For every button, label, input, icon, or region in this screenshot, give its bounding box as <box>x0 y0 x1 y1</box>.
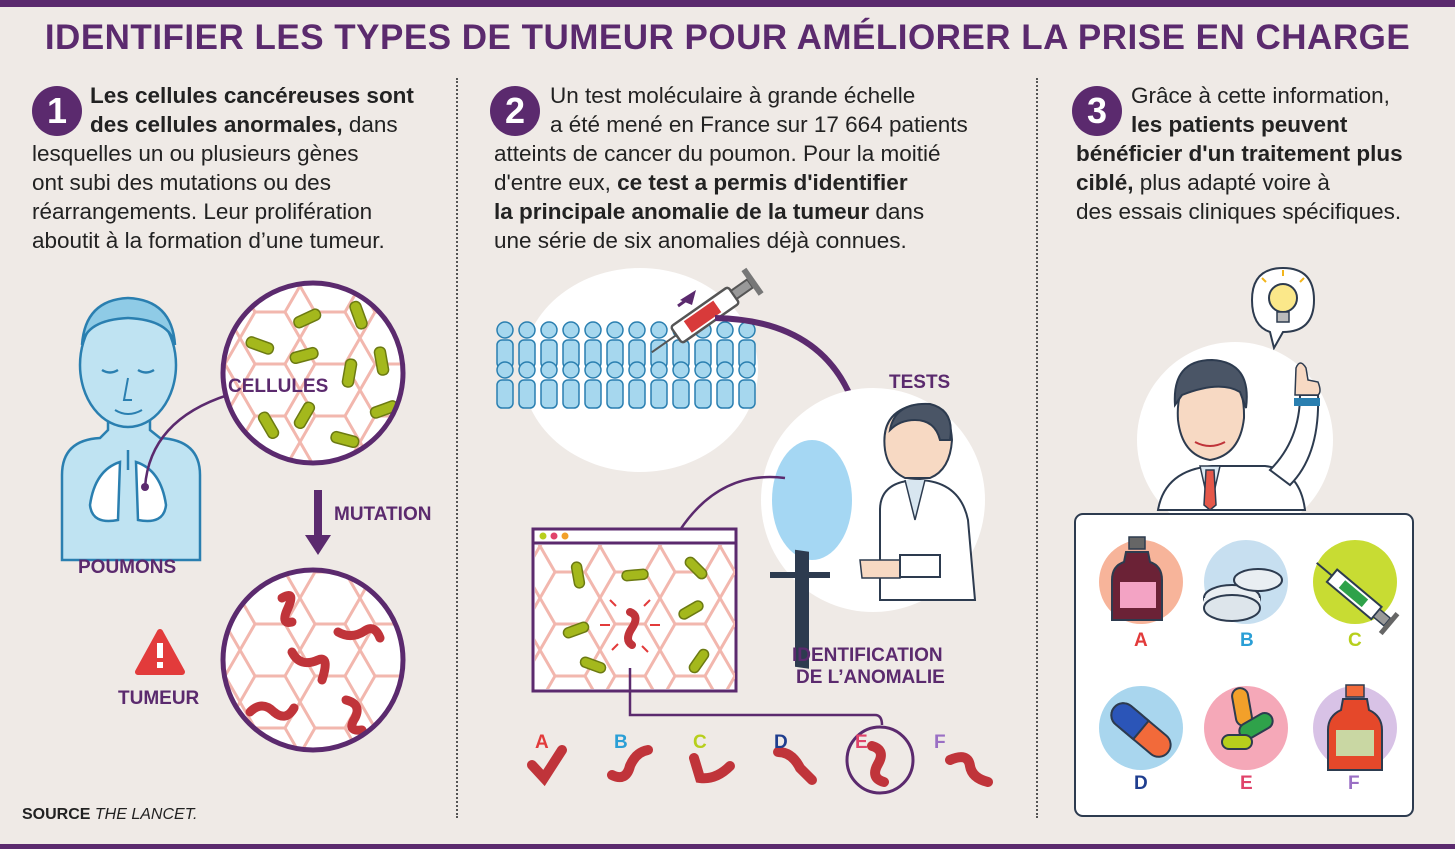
treatment-letter-c: C <box>1348 630 1362 651</box>
bottle-icon <box>1111 536 1163 621</box>
col1-text-line2: des cellules anormales, dans <box>90 112 398 137</box>
anomaly-letter-e: E <box>855 732 868 753</box>
treatment-letter-d: D <box>1134 773 1148 794</box>
healthy-cells-circle <box>220 280 406 466</box>
doctor-presenting <box>1137 342 1333 538</box>
connector-line <box>628 668 884 726</box>
col1-text-line6: aboutit à la formation d’une tumeur. <box>32 228 385 253</box>
label-tumeur: TUMEUR <box>118 688 200 709</box>
label-tests: TESTS <box>889 372 951 393</box>
treatment-letter-b: B <box>1240 630 1254 651</box>
col3-text-line1: Grâce à cette information, <box>1131 83 1390 108</box>
connector-line <box>678 475 786 531</box>
mutation-arrow <box>305 490 331 555</box>
syringe-icon <box>1316 562 1400 636</box>
col1-text-line1: Les cellules cancéreuses sont <box>90 83 414 108</box>
step-number-2: 2 <box>490 86 540 136</box>
col2-text-line5: la principale anomalie de la tumeur dans <box>494 199 925 224</box>
selected-anomaly-circle <box>845 725 915 795</box>
step-number-3: 3 <box>1072 86 1122 136</box>
col2-text-line2: a été mené en France sur 17 664 patients <box>550 112 968 137</box>
col3-text-line5: des essais cliniques spécifiques. <box>1076 199 1402 224</box>
col3-text-line3: bénéficier d'un traitement plus <box>1076 141 1403 166</box>
connector-line <box>143 393 229 488</box>
label-cellules: CELLULES <box>228 376 329 397</box>
label-anomalie: DE L’ANOMALIE <box>796 667 945 688</box>
bottle-icon <box>1327 684 1383 771</box>
column-divider <box>456 78 458 818</box>
page-title: IDENTIFIER LES TYPES DE TUMEUR POUR AMÉL… <box>44 18 1411 57</box>
lightbulb-icon <box>1250 266 1316 351</box>
capsule-icon <box>1221 687 1274 750</box>
col2-text-line6: une série de six anomalies déjà connues. <box>494 228 907 253</box>
col1-text-line4: ont subi des mutations ou des <box>32 170 331 195</box>
syringe-icon <box>651 267 764 354</box>
col1-text-line5: réarrangements. Leur prolifération <box>32 199 373 224</box>
treatments-panel <box>1074 513 1414 817</box>
top-bar <box>0 0 1455 7</box>
label-mutation: MUTATION <box>334 504 432 525</box>
pills-icon <box>1203 568 1283 622</box>
col2-text-line1: Un test moléculaire à grande échelle <box>550 83 916 108</box>
browser-window <box>531 527 738 693</box>
step-number-1: 1 <box>32 86 82 136</box>
monitor-icon <box>770 440 852 669</box>
source-credit: SOURCE THE LANCET. <box>22 806 198 823</box>
treatment-letter-e: E <box>1240 773 1253 794</box>
anomaly-letter-c: C <box>693 732 707 753</box>
lungs-figure <box>60 296 202 562</box>
label-identification: IDENTIFICATION <box>792 645 943 666</box>
tumor-cells-circle <box>220 567 406 753</box>
col3-text-line2: les patients peuvent <box>1131 112 1348 137</box>
anomaly-letter-b: B <box>614 732 628 753</box>
capsule-icon <box>1110 702 1172 758</box>
anomaly-letter-d: D <box>774 732 788 753</box>
col3-text-line4: ciblé, plus adapté voire à <box>1076 170 1330 195</box>
crowd-icon <box>496 321 756 409</box>
flow-arrow <box>714 315 855 402</box>
anomaly-letter-f: F <box>934 732 946 753</box>
col1-text-line3: lesquelles un ou plusieurs gènes <box>32 141 359 166</box>
col2-text-line3: atteints de cancer du poumon. Pour la mo… <box>494 141 941 166</box>
anomaly-letter-a: A <box>535 732 549 753</box>
label-poumons: POUMONS <box>78 557 177 578</box>
treatment-letter-a: A <box>1134 630 1148 651</box>
anomaly-shapes <box>527 741 993 787</box>
bottom-bar <box>0 844 1455 849</box>
warning-icon <box>135 629 185 675</box>
doctor-icon <box>859 402 977 601</box>
treatment-letter-f: F <box>1348 773 1360 794</box>
col2-text-line4: d'entre eux, ce test a permis d'identifi… <box>494 170 908 195</box>
column-divider <box>1036 78 1038 818</box>
